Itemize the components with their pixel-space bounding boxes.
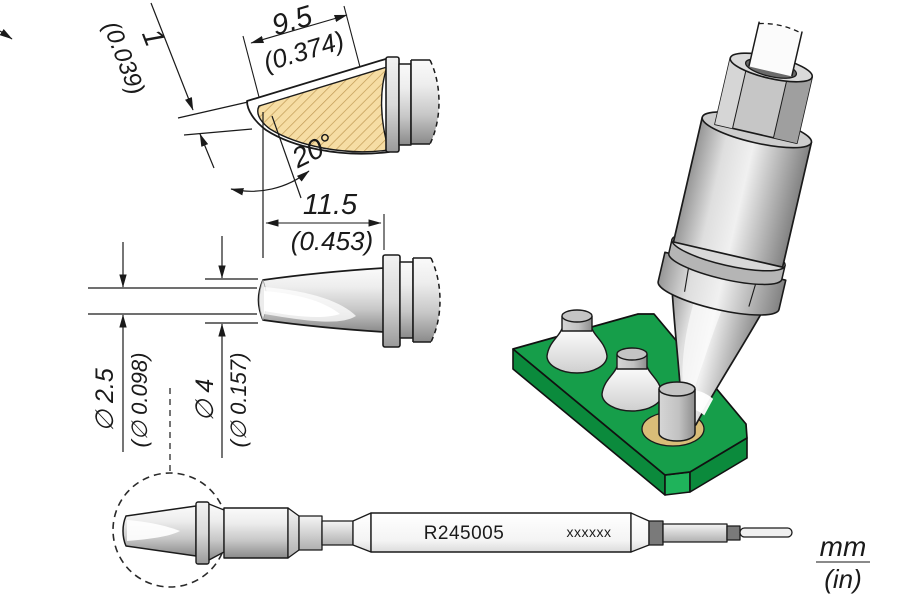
side-tip-view (257, 254, 441, 348)
collar-ring (385, 56, 400, 153)
shaft-stub (748, 21, 803, 77)
marking-label: xxxxxx (567, 524, 612, 540)
dimension-line (250, 14, 348, 44)
cartridge-side-view: R245005 xxxxxx (122, 501, 793, 565)
dim-value-in: (0.039) (97, 18, 149, 99)
collar-groove (398, 63, 412, 146)
collar-ring (382, 254, 401, 348)
dim-value-in: (0.453) (291, 226, 373, 256)
edge-line-lower (183, 128, 253, 136)
units-label: mm (in) (816, 531, 870, 594)
pin-cylinder (658, 389, 696, 442)
tip-back-body (411, 60, 439, 144)
cone-grind-highlight (682, 292, 726, 414)
hex-shank-facet-dark (773, 71, 813, 144)
cartridge-taper-up (352, 512, 372, 553)
solder-fillet (546, 325, 608, 374)
leader-line (199, 133, 215, 169)
shaft-cut-dashed (758, 22, 802, 35)
angle-arc (230, 170, 310, 196)
dia-value-mm: ∅ 4 (191, 379, 219, 422)
extension-line (242, 35, 260, 98)
cartridge-contact-pin (739, 527, 793, 538)
pin-top (658, 381, 696, 397)
cartridge-grind-highlight (127, 520, 180, 541)
edge-line-upper (177, 101, 249, 119)
angled-tip-cross-section-view (246, 56, 440, 155)
model-number-label: R245005 (424, 523, 505, 544)
solder-pin-2 (601, 347, 663, 412)
dim-diameter-large: ∅ 4 (∅ 0.157) (191, 236, 258, 458)
dim-edge-thickness: 1 (0.039) (0, 2, 253, 169)
tip-back-body (413, 258, 440, 342)
dim-value-mm: 11.5 (303, 189, 358, 221)
pin-top (561, 309, 593, 323)
units-metric: mm (820, 531, 867, 562)
chisel-grind-core (264, 291, 340, 318)
dia-value-mm: ∅ 2.5 (91, 368, 119, 432)
collar-groove (399, 261, 414, 339)
pcb-3d-render (512, 21, 814, 496)
solder-pin-1 (546, 309, 608, 374)
cartridge-collar-ring (195, 501, 210, 565)
cartridge-taper-down (630, 512, 650, 553)
dim-diameter-small: ∅ 2.5 (∅ 0.098) (88, 242, 257, 452)
pcb-chamfer-face (664, 471, 691, 496)
cartridge-tube (662, 523, 728, 543)
units-imperial: (in) (824, 564, 862, 594)
hex-shank-facet-light (715, 58, 748, 129)
cartridge-body (223, 507, 289, 559)
cartridge-neck (298, 515, 323, 551)
cartridge-band (648, 520, 664, 546)
cartridge-step (287, 507, 300, 559)
dia-value-in: (∅ 0.098) (127, 353, 152, 448)
cartridge-band (726, 525, 741, 541)
copper-cross-section-hatch (257, 66, 390, 153)
cartridge-collar-lip (208, 503, 225, 561)
leader-line (150, 2, 194, 111)
dim-cone-length: 11.5 (0.453) (265, 189, 385, 256)
cartridge-shaft (321, 520, 354, 546)
dia-value-in: (∅ 0.157) (226, 353, 251, 448)
dim-value-mm: 1 (135, 24, 171, 51)
view-direction-arrow (0, 29, 13, 40)
solder-pin-3 (658, 381, 696, 442)
pin-top (616, 347, 648, 361)
